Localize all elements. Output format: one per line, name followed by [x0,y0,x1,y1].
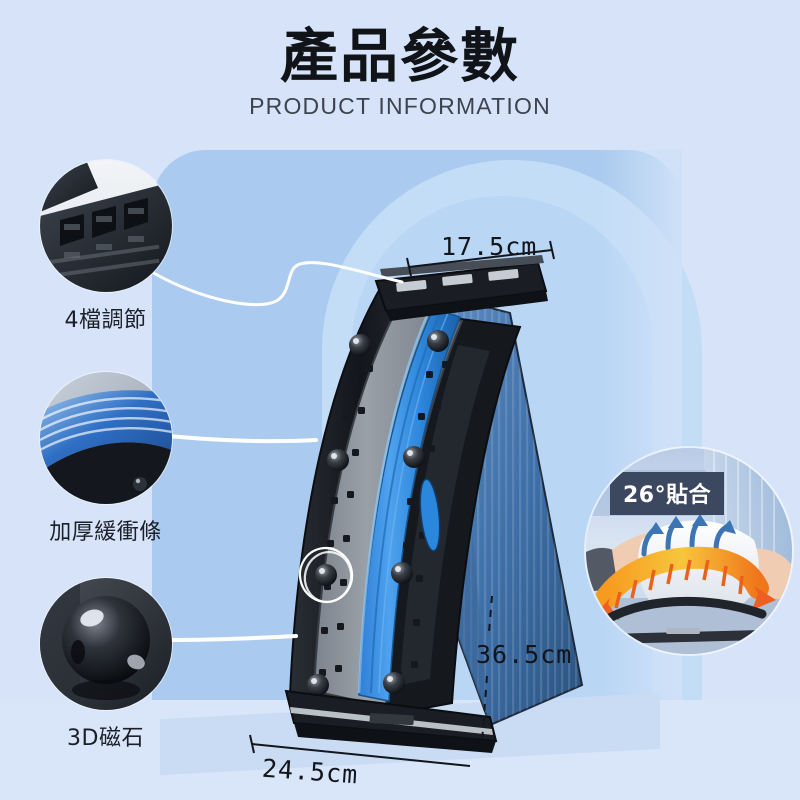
magnet-highlight-circle [298,546,354,604]
inset-usage-photo: 26°貼合 [586,448,792,654]
page-subtitle: PRODUCT INFORMATION [249,92,551,119]
conform-angle-badge: 26°貼合 [610,472,725,515]
blue-cushion-strip-photo [39,372,172,504]
magnet-dome-photo [39,578,172,710]
ratchet-notches-photo [39,160,172,292]
feature-label-magnet: 3D磁石 [67,726,144,751]
feature-cushion-strip: 加厚緩衝條 [18,372,193,546]
feature-adjust-levels: 4檔調節 [18,160,193,334]
feature-label-cushion-strip: 加厚緩衝條 [49,520,162,545]
magnet-dome [307,330,449,696]
header: 產品參數 PRODUCT INFORMATION [0,26,800,120]
page-title: 產品參數 [279,22,520,90]
spine-conform-photo [586,448,792,654]
product-illustration [190,255,610,760]
feature-label-adjust-levels: 4檔調節 [64,308,147,333]
feature-magnet: 3D磁石 [18,578,193,752]
